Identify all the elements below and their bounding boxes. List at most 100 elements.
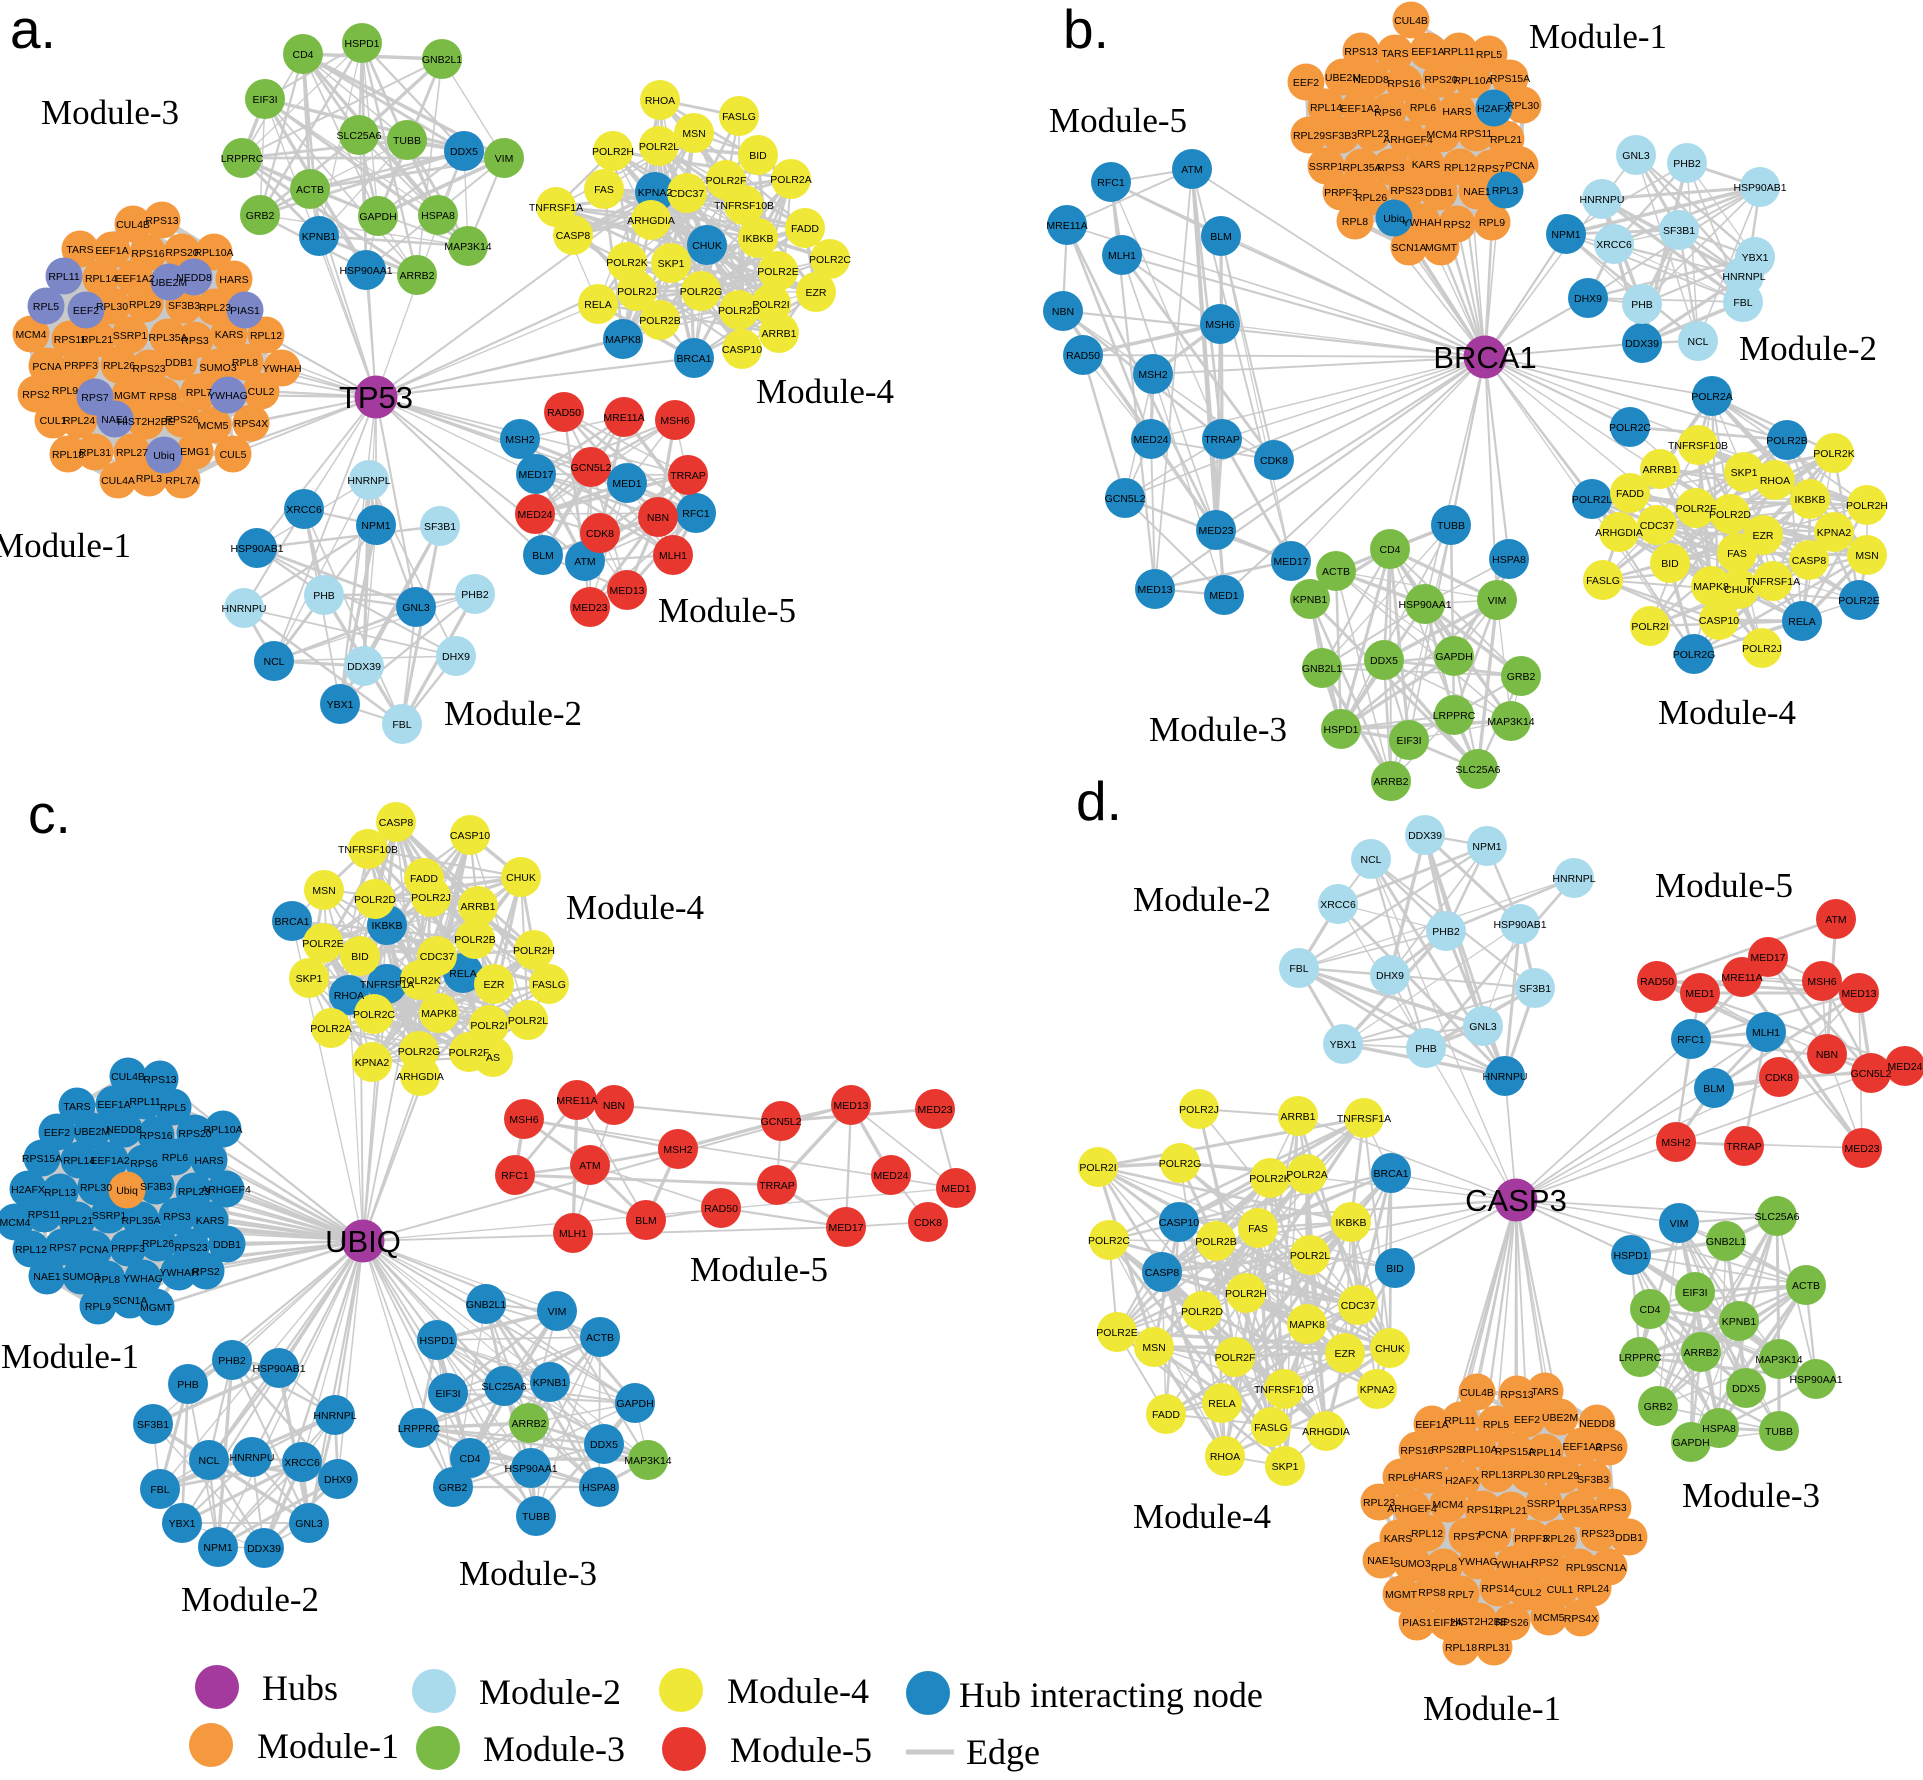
svg-text:RPL12: RPL12 — [1411, 1528, 1443, 1540]
svg-text:HSP90AB1: HSP90AB1 — [230, 543, 283, 555]
svg-text:Module-1: Module-1 — [1, 1337, 139, 1376]
svg-text:XRCC6: XRCC6 — [1596, 239, 1632, 251]
svg-text:NCL: NCL — [263, 656, 284, 668]
svg-text:MCM4: MCM4 — [1433, 1499, 1464, 1511]
svg-text:TP53: TP53 — [339, 380, 413, 415]
svg-text:RPL9: RPL9 — [52, 385, 78, 397]
svg-text:RPL7: RPL7 — [1448, 1589, 1474, 1601]
svg-text:CASP10: CASP10 — [722, 344, 762, 356]
svg-text:Module-4: Module-4 — [566, 888, 704, 927]
svg-text:RPS20: RPS20 — [1424, 74, 1457, 86]
svg-text:RPL7: RPL7 — [186, 387, 212, 399]
svg-text:HSP90AB1: HSP90AB1 — [1493, 919, 1546, 931]
svg-text:TRRAP: TRRAP — [759, 1180, 795, 1192]
svg-text:Module-2: Module-2 — [1133, 880, 1271, 919]
svg-text:SF3B1: SF3B1 — [1519, 983, 1551, 995]
svg-text:MED24: MED24 — [517, 509, 552, 521]
svg-text:CASP10: CASP10 — [1159, 1217, 1199, 1229]
svg-text:TARS: TARS — [63, 1101, 90, 1113]
svg-text:RPL8: RPL8 — [1431, 1562, 1457, 1574]
svg-text:POLR2J: POLR2J — [1179, 1104, 1219, 1116]
svg-text:KARS: KARS — [1384, 1533, 1413, 1545]
svg-text:CASP8: CASP8 — [556, 230, 591, 242]
svg-text:DDX39: DDX39 — [1625, 338, 1659, 350]
svg-text:YBX1: YBX1 — [327, 699, 354, 711]
svg-text:YWHAH: YWHAH — [262, 363, 301, 375]
svg-text:ATM: ATM — [1181, 164, 1202, 176]
svg-text:TNFRSF10B: TNFRSF10B — [338, 844, 398, 856]
svg-text:RPL11: RPL11 — [1444, 1415, 1475, 1427]
svg-text:RHOA: RHOA — [645, 95, 675, 107]
svg-text:TUBB: TUBB — [1765, 1426, 1793, 1438]
svg-text:c.: c. — [28, 783, 71, 845]
svg-text:FBL: FBL — [1289, 963, 1308, 975]
svg-text:RPS6: RPS6 — [1374, 107, 1402, 119]
svg-text:RPL23: RPL23 — [1363, 1497, 1395, 1509]
svg-text:ARHGDIA: ARHGDIA — [396, 1071, 444, 1083]
svg-text:POLR2K: POLR2K — [606, 257, 647, 269]
svg-text:NAE1: NAE1 — [101, 414, 129, 426]
svg-text:MAPK8: MAPK8 — [1693, 581, 1729, 593]
svg-text:CUL2: CUL2 — [1515, 1587, 1542, 1599]
svg-text:MSH2: MSH2 — [505, 434, 534, 446]
svg-text:CASP10: CASP10 — [1699, 615, 1739, 627]
svg-text:DDB1: DDB1 — [1615, 1532, 1643, 1544]
svg-text:FAS: FAS — [594, 184, 614, 196]
svg-text:EMG1: EMG1 — [180, 446, 210, 458]
svg-text:FASLG: FASLG — [1254, 1422, 1288, 1434]
svg-text:HIST2H2BE: HIST2H2BE — [117, 416, 174, 428]
svg-text:RPL10A: RPL10A — [1453, 75, 1492, 87]
svg-text:CUL1: CUL1 — [1547, 1584, 1574, 1596]
svg-text:SCN1A: SCN1A — [112, 1295, 147, 1307]
svg-text:RPL10A: RPL10A — [1458, 1444, 1497, 1456]
svg-text:YBX1: YBX1 — [1742, 252, 1769, 264]
svg-text:PRPF3: PRPF3 — [111, 1243, 145, 1255]
svg-text:RPL21: RPL21 — [1490, 134, 1522, 146]
svg-text:HSPA8: HSPA8 — [1492, 554, 1526, 566]
svg-text:Module-5: Module-5 — [690, 1250, 828, 1289]
svg-text:RPS16: RPS16 — [131, 248, 164, 260]
svg-text:TUBB: TUBB — [522, 1511, 550, 1523]
svg-text:POLR2E: POLR2E — [302, 938, 343, 950]
svg-text:ACTB: ACTB — [1792, 1280, 1820, 1292]
svg-text:RPL27: RPL27 — [116, 447, 148, 459]
svg-text:MED24: MED24 — [1887, 1061, 1922, 1073]
svg-text:Ubiq: Ubiq — [116, 1185, 138, 1197]
svg-text:CDK8: CDK8 — [914, 1217, 942, 1229]
svg-text:MSH2: MSH2 — [663, 1144, 692, 1156]
svg-text:POLR2E: POLR2E — [757, 266, 798, 278]
svg-text:DDX39: DDX39 — [247, 1543, 281, 1555]
svg-text:BRCA1: BRCA1 — [274, 916, 309, 928]
svg-text:TNFRSF10B: TNFRSF10B — [714, 200, 774, 212]
svg-text:BID: BID — [351, 951, 369, 963]
svg-text:HSPD1: HSPD1 — [1613, 1250, 1648, 1262]
svg-text:PHB2: PHB2 — [1432, 926, 1460, 938]
svg-text:RPS13: RPS13 — [1500, 1389, 1533, 1401]
svg-text:GNL3: GNL3 — [402, 602, 430, 614]
svg-text:RPS2: RPS2 — [1443, 219, 1471, 231]
svg-text:POLR2A: POLR2A — [1691, 391, 1732, 403]
svg-text:RPL35A: RPL35A — [121, 1215, 160, 1227]
svg-text:Module-2: Module-2 — [1739, 329, 1877, 368]
svg-text:TRRAP: TRRAP — [670, 470, 706, 482]
svg-text:RELA: RELA — [584, 299, 611, 311]
svg-text:HIST2H2BE: HIST2H2BE — [1450, 1616, 1507, 1628]
svg-text:IKBKB: IKBKB — [743, 233, 774, 245]
svg-text:DDX5: DDX5 — [1370, 655, 1398, 667]
svg-text:SUMO3: SUMO3 — [62, 1271, 100, 1283]
svg-text:GRB2: GRB2 — [1644, 1401, 1673, 1413]
svg-text:CUL1: CUL1 — [40, 415, 67, 427]
svg-text:MRE11A: MRE11A — [556, 1095, 597, 1107]
svg-text:RPL26: RPL26 — [1355, 192, 1387, 204]
svg-text:RPS3: RPS3 — [163, 1211, 191, 1223]
svg-text:RPL11: RPL11 — [48, 271, 79, 283]
svg-text:CUL4A: CUL4A — [101, 475, 135, 487]
svg-text:PHB2: PHB2 — [218, 1355, 246, 1367]
svg-text:Module-5: Module-5 — [1049, 101, 1187, 140]
svg-text:HNRNPU: HNRNPU — [1580, 194, 1625, 206]
svg-text:ARHGEF4: ARHGEF4 — [1383, 134, 1433, 146]
svg-text:POLR2H: POLR2H — [1846, 500, 1888, 512]
svg-text:POLR2E: POLR2E — [1838, 595, 1879, 607]
svg-text:HARS: HARS — [1413, 1470, 1442, 1482]
svg-text:PCNA: PCNA — [79, 1244, 108, 1256]
